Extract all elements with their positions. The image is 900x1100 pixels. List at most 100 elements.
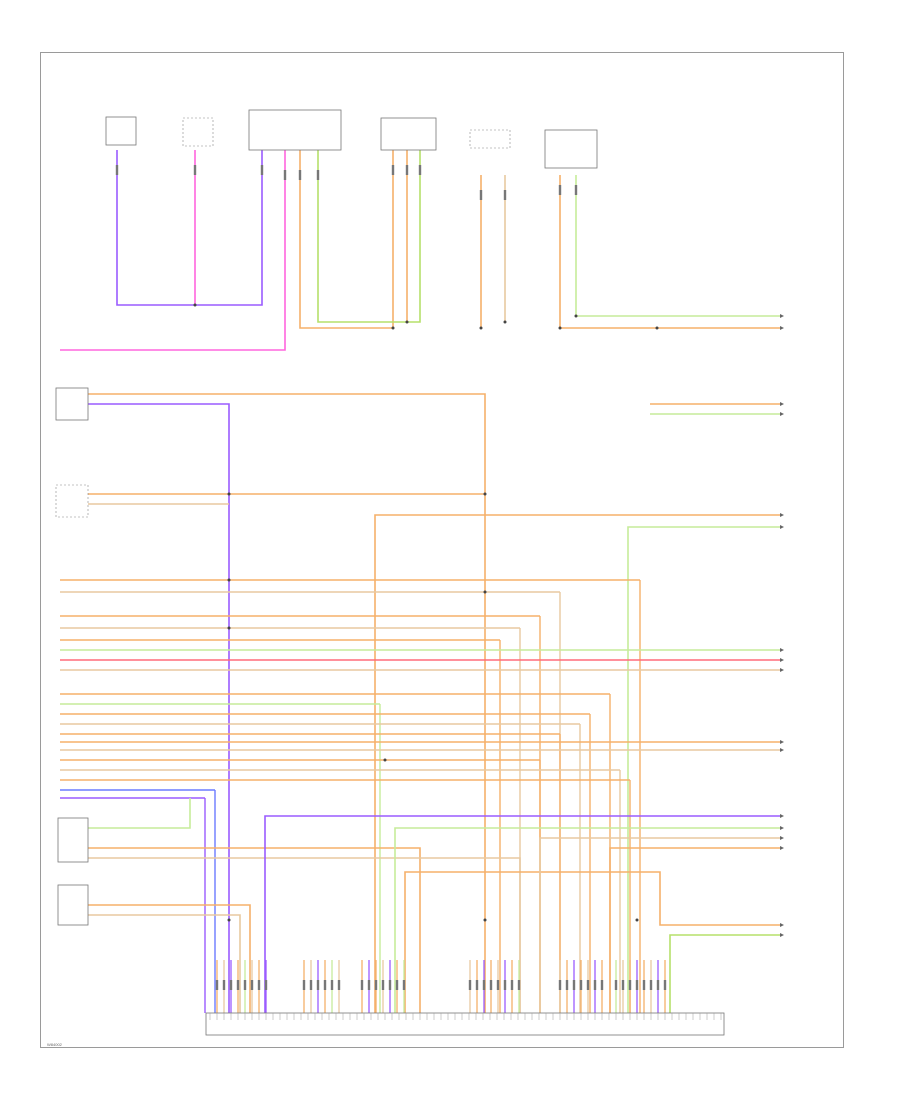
wire-59 (264, 815, 780, 1013)
bottom-connector-module (205, 1012, 725, 1036)
connector-terminal (600, 980, 604, 990)
connector-terminal (250, 980, 254, 990)
wire-layer (60, 150, 780, 1013)
connector-terminal (115, 165, 119, 175)
connector-terminal (572, 980, 576, 990)
wire-56 (88, 857, 521, 1013)
connector-terminal (565, 980, 569, 990)
wire-18 (627, 526, 780, 1013)
connector-terminal (316, 170, 320, 180)
connector-terminal (468, 980, 472, 990)
splice-point (483, 492, 487, 496)
wire-end-terminal (780, 668, 784, 672)
wire-1 (116, 150, 263, 306)
connector-terminal (193, 165, 197, 175)
connector-terminal (496, 980, 500, 990)
splice-point (483, 918, 487, 922)
wire-end-terminal (780, 826, 784, 830)
splice-point (558, 326, 562, 330)
connector-terminal (257, 980, 261, 990)
wire-64 (609, 847, 780, 1013)
wire-end-terminal (780, 412, 784, 416)
connector-terminal (229, 980, 233, 990)
wire-9 (559, 175, 780, 329)
component-box-left-4 (57, 884, 89, 926)
wire-63 (539, 837, 780, 1013)
splice-point (193, 303, 197, 307)
connector-terminal (593, 980, 597, 990)
wire-end-terminal (780, 648, 784, 652)
wire-58 (88, 914, 241, 1013)
connector-terminal (503, 980, 507, 990)
connector-terminal (391, 165, 395, 175)
connector-terminal (236, 980, 240, 990)
connector-terminal (642, 980, 646, 990)
connector-terminal (388, 980, 392, 990)
splice-point (655, 326, 659, 330)
connector-terminal (316, 980, 320, 990)
connector-terminal (649, 980, 653, 990)
component-box-top-1 (105, 116, 137, 146)
connector-terminal (621, 980, 625, 990)
diagram-frame (40, 52, 844, 1048)
wire-end-terminal (780, 933, 784, 937)
wire-end-terminal (780, 846, 784, 850)
connector-terminal (579, 980, 583, 990)
connector-terminal (574, 185, 578, 195)
wire-11 (88, 393, 486, 1013)
connector-terminal (656, 980, 660, 990)
connector-terminal (510, 980, 514, 990)
component-box-left-2 (55, 484, 89, 518)
component-box-top-4 (380, 117, 437, 151)
component-box-top-2 (182, 117, 214, 147)
connector-terminal (586, 980, 590, 990)
connector-terminal (395, 980, 399, 990)
splice-point (405, 320, 409, 324)
component-box-top-3 (248, 109, 342, 151)
wire-end-terminal (780, 836, 784, 840)
splice-point (574, 314, 578, 318)
component-box-top-5 (469, 129, 511, 149)
wire-10 (575, 175, 780, 317)
connector-terminal (323, 980, 327, 990)
wire-end-terminal (780, 326, 784, 330)
wire-60 (394, 827, 780, 1013)
connector-terminal (482, 980, 486, 990)
wire-end-terminal (780, 402, 784, 406)
wire-end-terminal (780, 513, 784, 517)
connector-terminal (309, 980, 313, 990)
splice-point (635, 918, 639, 922)
connector-terminal (663, 980, 667, 990)
wire-end-terminal (780, 525, 784, 529)
connector-terminal (402, 980, 406, 990)
connector-terminal (418, 165, 422, 175)
connector-terminal (367, 980, 371, 990)
wire-5 (317, 150, 421, 323)
wire-end-terminal (780, 814, 784, 818)
splice-point (383, 758, 387, 762)
wire-17 (374, 514, 780, 1013)
connector-terminal (628, 980, 632, 990)
splice-point (391, 326, 395, 330)
connector-terminal (381, 980, 385, 990)
connector-terminal (337, 980, 341, 990)
connector-terminal (614, 980, 618, 990)
wire-62 (669, 934, 780, 1013)
wire-57 (88, 904, 251, 1013)
connector-terminal (374, 980, 378, 990)
connector-terminal (405, 165, 409, 175)
connector-terminal (360, 980, 364, 990)
connector-terminal (264, 980, 268, 990)
splice-point (227, 492, 231, 496)
wire-55 (88, 847, 421, 1013)
connector-terminal (330, 980, 334, 990)
connector-terminal (558, 185, 562, 195)
wire-end-terminal (780, 658, 784, 662)
connector-terminal (302, 980, 306, 990)
wire-end-terminal (780, 923, 784, 927)
splice-point (479, 326, 483, 330)
diagram-code: W84002 (47, 1042, 62, 1047)
wire-3 (60, 150, 286, 351)
connector-terminal (517, 980, 521, 990)
wire-12 (88, 403, 230, 1013)
